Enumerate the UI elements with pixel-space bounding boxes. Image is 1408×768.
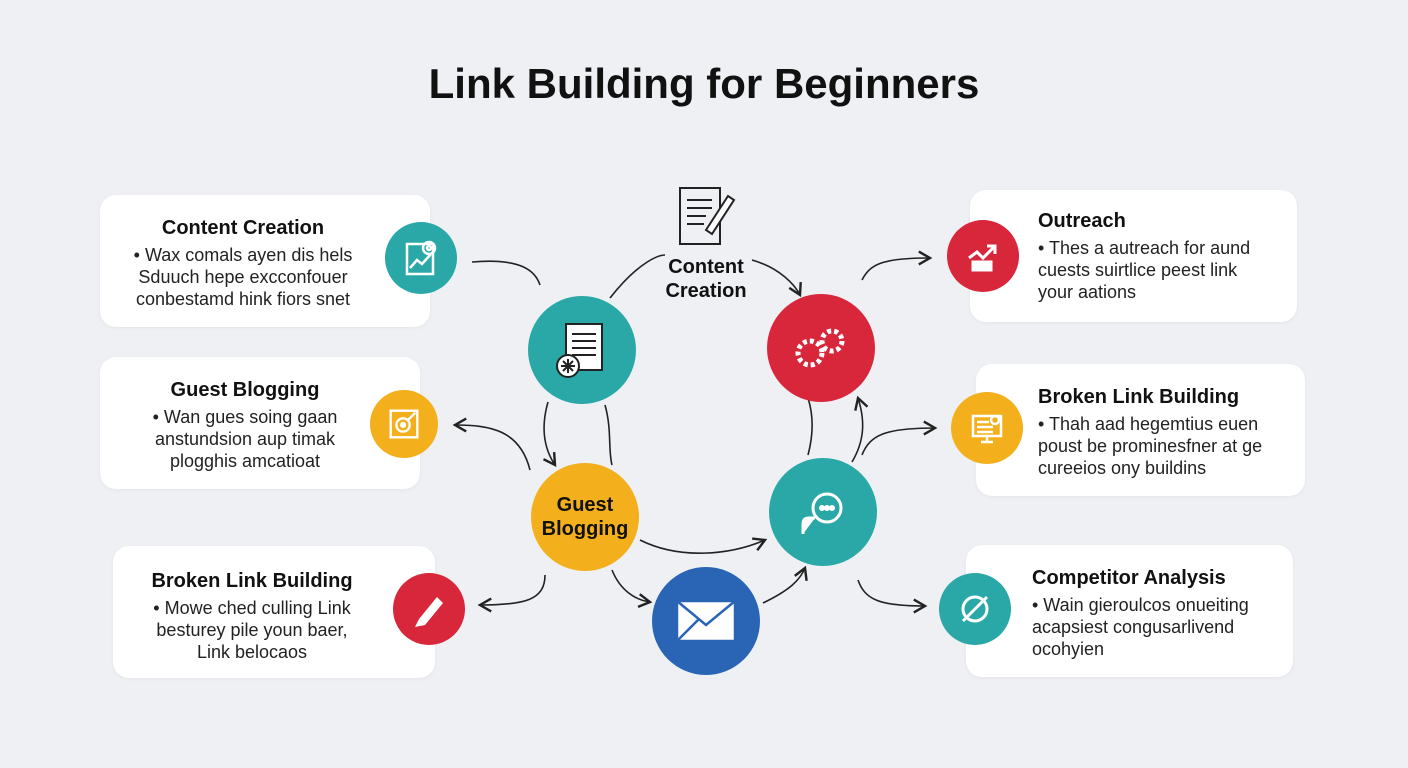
chat-person-icon (769, 458, 877, 566)
card-broken-link-building-left: Broken Link Building • Mowe ched culling… (113, 546, 435, 678)
card-title: Content Creation (161, 217, 325, 239)
monitor-icon (951, 392, 1023, 464)
card-title: Competitor Analysis (1032, 567, 1226, 589)
card-content-creation: Content Creation • Wax comals ayen dis h… (100, 195, 430, 327)
envelope-icon (652, 567, 760, 675)
guest-blogging-node: Guest Blogging (531, 463, 639, 571)
card-title: Broken Link Building (151, 570, 353, 592)
chart-document-icon (385, 222, 457, 294)
analysis-icon (939, 573, 1011, 645)
page-title: Link Building for Beginners (428, 60, 980, 107)
card-broken-link-building-right: Broken Link Building • Thah aad hegemtiu… (976, 364, 1305, 496)
card-competitor-analysis: Competitor Analysis • Wain gieroulcos on… (966, 545, 1293, 677)
pen-icon (393, 573, 465, 645)
card-title: Broken Link Building (1038, 386, 1240, 408)
gears-icon (767, 294, 875, 402)
target-link-icon (370, 390, 438, 458)
card-title: Guest Blogging (170, 379, 320, 401)
content-document-icon (528, 296, 636, 404)
document-pencil-icon (678, 186, 736, 251)
center-label-guest-blogging: Guest Blogging (541, 494, 629, 540)
card-title: Outreach (1038, 210, 1126, 232)
growth-arrow-icon (947, 220, 1019, 292)
center-label-content-creation: Content Creation (665, 256, 747, 302)
